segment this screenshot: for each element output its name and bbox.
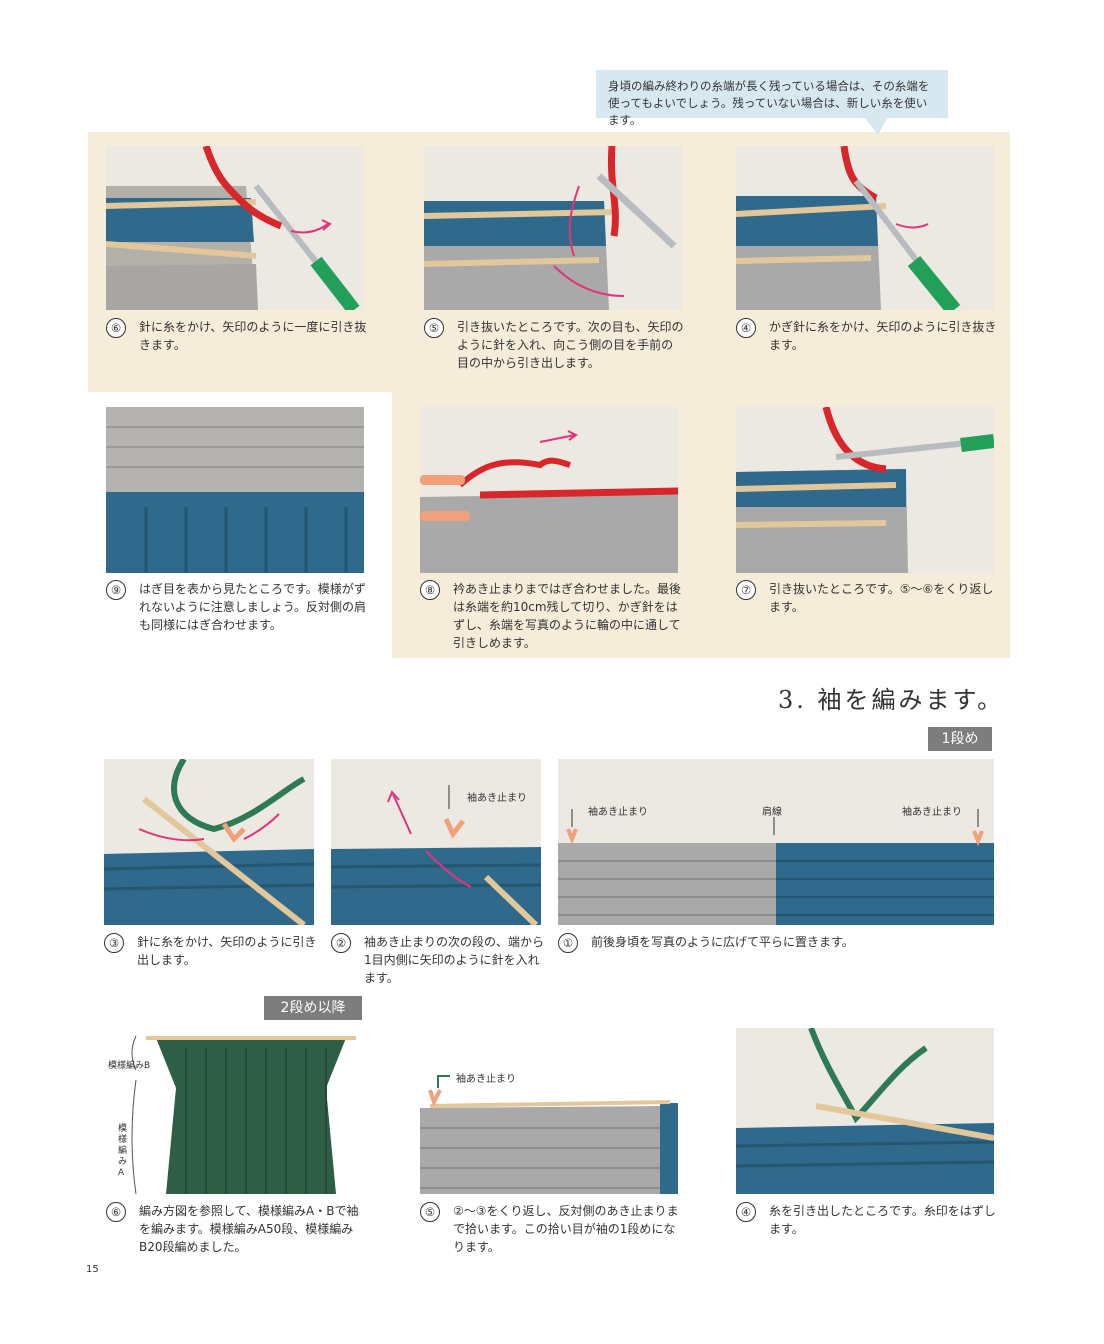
tag-row-2: 2段め以降: [264, 996, 362, 1020]
photo-sleeve-step-2: 袖あき止まり: [331, 759, 541, 925]
label-sleeve-stop-left: 袖あき止まり: [588, 807, 648, 818]
label-shoulder-line: 肩線: [762, 807, 782, 818]
step-text: 編み方図を参照して、模様編みA・Bで袖を編みます。模様編みA50段、模様編みB2…: [139, 1204, 359, 1254]
label-sleeve-stop-right: 袖あき止まり: [902, 807, 962, 818]
photo-step-8: [420, 407, 678, 573]
page-number: 15: [86, 1264, 99, 1275]
photo-step-5-top: [424, 146, 682, 310]
step-text: 引き抜いたところです。⑤〜⑥をくり返します。: [769, 582, 994, 614]
step-text: 衿あき止まりまではぎ合わせました。最後は糸端を約10cm残して切り、かぎ針をはず…: [453, 582, 682, 650]
photo-sleeve-step-6: 模様編みB 模様編みA: [106, 1028, 364, 1194]
step-number-badge: ②: [331, 933, 351, 953]
step-text: 袖あき止まりの次の段の、端から1目内側に矢印のように針を入れます。: [364, 935, 545, 985]
label-pattern-b: 模様編みB: [108, 1061, 151, 1071]
label-pattern-a: 模様編みA: [118, 1124, 128, 1178]
step-text: ②〜③をくり返し、反対側のあき止まりまで拾います。この拾い目が袖の1段めになりま…: [453, 1204, 679, 1254]
step-number-badge: ⑥: [106, 318, 126, 338]
step-text: 糸を引き出したところです。糸印をはずします。: [769, 1204, 996, 1236]
step-text: 引き抜いたところです。次の目も、矢印のように針を入れ、向こう側の目を手前の目の中…: [457, 320, 684, 370]
step-number-badge: ⑦: [736, 580, 756, 600]
step-text: 針に糸をかけ、矢印のように一度に引き抜きます。: [139, 320, 367, 352]
step-number-badge: ⑨: [106, 580, 126, 600]
step-number-badge: ①: [558, 933, 578, 953]
step-number-badge: ④: [736, 1202, 756, 1222]
section-title: 3. 袖を編みます。: [778, 686, 1005, 714]
step-number-badge: ④: [736, 318, 756, 338]
step-number-badge: ⑤: [424, 318, 444, 338]
photo-sleeve-step-3: [104, 759, 314, 925]
label-sleeve-stop: 袖あき止まり: [467, 793, 527, 804]
step-number-badge: ⑤: [420, 1202, 440, 1222]
step-text: はぎ目を表から見たところです。模様がずれないように注意しましょう。反対側の肩も同…: [139, 582, 367, 632]
step-text: 針に糸をかけ、矢印のように引き出します。: [137, 935, 317, 967]
note-bubble-tail: [864, 117, 888, 135]
photo-sleeve-step-1: 袖あき止まり 肩線 袖あき止まり: [558, 759, 994, 925]
photo-step-7: [736, 407, 994, 573]
photo-step-6-top: [106, 146, 364, 310]
step-text: かぎ針に糸をかけ、矢印のように引き抜きます。: [769, 320, 997, 352]
step-text: 前後身頃を写真のように広げて平らに置きます。: [591, 935, 854, 949]
label-sleeve-stop-step5: 袖あき止まり: [456, 1074, 516, 1085]
photo-step-4-top: [736, 146, 994, 310]
photo-step-9: [106, 407, 364, 573]
step-number-badge: ⑧: [420, 580, 440, 600]
step-number-badge: ⑥: [106, 1202, 126, 1222]
step-number-badge: ③: [104, 933, 124, 953]
photo-sleeve-step-5: 袖あき止まり: [420, 1028, 678, 1194]
tag-row-1: 1段め: [928, 727, 992, 751]
note-bubble: 身頃の編み終わりの糸端が長く残っている場合は、その糸端を使ってもよいでしょう。残…: [596, 70, 948, 127]
photo-sleeve-step-4: [736, 1028, 994, 1194]
